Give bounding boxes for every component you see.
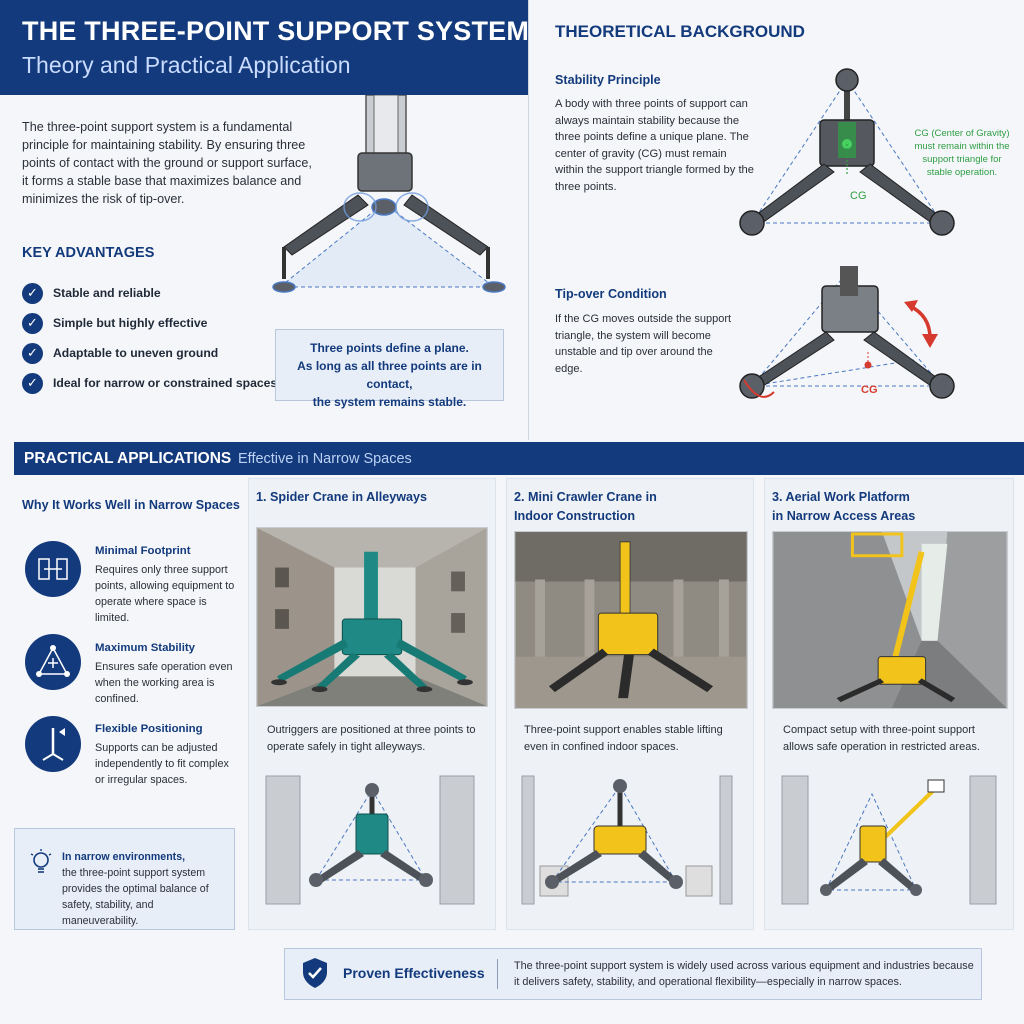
why-item-desc: Supports can be adjusted independently t… (95, 742, 229, 786)
check-icon: ✓ (22, 282, 43, 304)
why-item-desc: Ensures safe operation even when the wor… (95, 661, 233, 705)
practical-title: PRACTICAL APPLICATIONS (24, 450, 232, 467)
page-title: THE THREE-POINT SUPPORT SYSTEM (22, 16, 530, 46)
hero-crane-illustration (272, 95, 506, 293)
mini-crawler-photo (514, 531, 748, 709)
mini-crawler-diagram (521, 775, 733, 905)
advantage-item: ✓Stable and reliable (22, 278, 277, 308)
proven-text: The three-point support system is widely… (514, 960, 974, 988)
triangle-stability-icon (25, 634, 81, 690)
title-banner (0, 0, 528, 95)
adjustable-support-icon (25, 716, 81, 772)
shield-check-icon (303, 958, 327, 988)
card-desc: Three-point support enables stable lifti… (524, 724, 723, 753)
card-title: 3. Aerial Work Platform in Narrow Access… (772, 490, 916, 523)
why-item-desc: Requires only three support points, allo… (95, 564, 235, 624)
proven-separator (497, 959, 498, 989)
rotation-arrow-icon (909, 304, 932, 339)
card-desc: Compact setup with three-point support a… (783, 724, 980, 753)
advantage-item: ✓Simple but highly effective (22, 308, 277, 338)
why-item-title: Flexible Positioning (95, 723, 203, 735)
why-heading: Why It Works Well in Narrow Spaces (22, 498, 240, 512)
narrow-tip-box (14, 828, 235, 930)
aerial-platform-photo (772, 531, 1008, 709)
card-title: 2. Mini Crawler Crane in Indoor Construc… (514, 490, 657, 523)
intro-paragraph: The three-point support system is a fund… (22, 120, 312, 206)
why-item-title: Minimal Footprint (95, 545, 191, 557)
proven-title: Proven Effectiveness (343, 965, 485, 981)
stability-diagram: CG (739, 68, 955, 236)
check-icon: ✓ (22, 312, 43, 334)
cg-label: CG (850, 190, 867, 202)
aerial-platform-diagram (781, 775, 997, 905)
section-divider (528, 0, 529, 440)
check-icon: ✓ (22, 342, 43, 364)
advantage-item: ✓Ideal for narrow or constrained spaces (22, 368, 277, 398)
spider-crane-photo (256, 527, 488, 707)
advantage-item: ✓Adaptable to uneven ground (22, 338, 277, 368)
tip-over-diagram: CG (739, 266, 955, 399)
why-item-title: Maximum Stability (95, 642, 196, 654)
cg-note: CG (Center of Gravity) must remain withi… (914, 128, 1010, 178)
plane-note-box: Three points define a plane. As long as … (275, 329, 504, 409)
proven-effectiveness-box (284, 948, 982, 1000)
page-subtitle: Theory and Practical Application (22, 52, 351, 78)
stability-text: A body with three points of support can … (555, 98, 754, 193)
spider-crane-diagram (265, 775, 475, 905)
narrow-tip-text: In narrow environments, the three-point … (62, 851, 209, 927)
theory-heading: THEORETICAL BACKGROUND (555, 22, 805, 41)
key-advantages-heading: KEY ADVANTAGES (22, 245, 155, 261)
tip-cg-label: CG (861, 384, 878, 396)
check-icon: ✓ (22, 372, 43, 394)
tip-over-text: If the CG moves outside the support tria… (555, 313, 732, 375)
footprint-icon (25, 541, 81, 597)
advantages-list: ✓Stable and reliable ✓Simple but highly … (22, 278, 277, 398)
lightbulb-icon (30, 849, 52, 873)
card-desc: Outriggers are positioned at three point… (267, 724, 476, 753)
practical-band (14, 442, 1024, 475)
card-title: 1. Spider Crane in Alleyways (256, 490, 428, 504)
stability-title: Stability Principle (555, 73, 661, 87)
tip-over-title: Tip-over Condition (555, 287, 667, 301)
practical-subtitle: Effective in Narrow Spaces (238, 451, 412, 467)
